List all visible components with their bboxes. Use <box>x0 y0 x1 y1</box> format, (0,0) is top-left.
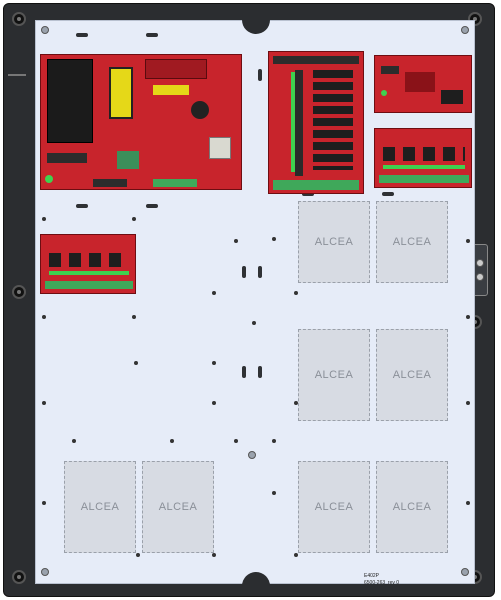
revision-label: 6500-263_rev 0 <box>364 580 400 586</box>
connector <box>47 153 87 163</box>
relay-bank <box>313 70 353 170</box>
transformer-core <box>47 59 93 143</box>
relay-board <box>268 51 364 194</box>
mounting-slot <box>146 204 158 208</box>
latch-screw-icon <box>476 273 484 281</box>
mount-dot <box>294 401 298 405</box>
heatsink <box>145 59 207 79</box>
top-notch <box>242 20 270 34</box>
mount-dot <box>170 439 174 443</box>
transformer-coil <box>109 67 133 119</box>
mount-dot <box>212 291 216 295</box>
screw-icon <box>41 26 49 34</box>
mounting-slot <box>258 366 262 378</box>
mount-dot <box>132 217 136 221</box>
alcea-placeholder: ALCEA <box>376 201 448 283</box>
mounting-slot <box>258 266 262 278</box>
led-row <box>383 165 465 169</box>
led-row <box>49 271 129 275</box>
alcea-placeholder: ALCEA <box>64 461 136 553</box>
mount-dot <box>272 237 276 241</box>
mount-dot <box>272 439 276 443</box>
mount-dot <box>466 401 470 405</box>
screw-icon <box>41 568 49 576</box>
mount-dot <box>42 401 46 405</box>
mount-dot <box>252 321 256 325</box>
latch-screw-icon <box>476 259 484 267</box>
ic-cluster <box>405 72 435 92</box>
mount-dot <box>294 291 298 295</box>
corner-mount-hole-icon <box>12 12 26 26</box>
terminal-block <box>153 179 197 187</box>
mount-dot <box>466 501 470 505</box>
mount-dot <box>132 315 136 319</box>
screw-icon <box>461 26 469 34</box>
mount-dot <box>466 315 470 319</box>
mount-dot <box>72 439 76 443</box>
mounting-slot <box>76 204 88 208</box>
alcea-placeholder: ALCEA <box>142 461 214 553</box>
side-latch[interactable] <box>472 244 488 296</box>
mounting-slot <box>382 192 394 196</box>
part-number: E402P <box>364 573 380 579</box>
mount-dot <box>234 239 238 243</box>
mount-dot <box>294 553 298 557</box>
mounting-slot <box>146 33 158 37</box>
relay-row <box>49 253 129 267</box>
corner-mount-hole-icon <box>12 285 26 299</box>
mount-dot <box>42 217 46 221</box>
screw-icon <box>461 568 469 576</box>
fuse-block <box>117 151 139 169</box>
header-connector <box>273 56 359 64</box>
alcea-placeholder: ALCEA <box>298 201 370 283</box>
power-supply-board <box>40 54 242 190</box>
screw-icon <box>248 451 256 459</box>
mounting-slot <box>242 366 246 378</box>
terminal-block <box>379 175 469 183</box>
bottom-notch <box>242 572 270 586</box>
mount-dot <box>272 491 276 495</box>
mounting-slot <box>302 192 314 196</box>
mount-dot <box>466 239 470 243</box>
mounting-slot <box>242 266 246 278</box>
led-icon <box>45 175 53 183</box>
mount-dot <box>42 501 46 505</box>
hinge-marker <box>8 74 26 76</box>
alcea-placeholder: ALCEA <box>376 329 448 421</box>
connector <box>381 66 399 74</box>
mount-dot <box>212 553 216 557</box>
backplate: ALCEA ALCEA ALCEA ALCEA ALCEA ALCEA ALCE… <box>35 20 475 586</box>
terminal-block <box>45 281 133 289</box>
mounting-slot <box>76 33 88 37</box>
led-column <box>291 72 295 172</box>
mount-dot <box>212 361 216 365</box>
yellow-capacitor <box>153 85 189 95</box>
terminal-block <box>273 180 359 190</box>
alcea-placeholder: ALCEA <box>376 461 448 553</box>
relay-row <box>383 147 465 161</box>
alcea-placeholder: ALCEA <box>298 461 370 553</box>
alcea-placeholder: ALCEA <box>298 329 370 421</box>
mount-dot <box>134 361 138 365</box>
mount-dot <box>42 315 46 319</box>
capacitor <box>191 101 209 119</box>
relay <box>209 137 231 159</box>
mounting-slot <box>258 69 262 81</box>
terminal-block <box>93 179 127 187</box>
mount-dot <box>136 553 140 557</box>
distribution-board <box>374 128 472 188</box>
relay-column <box>295 70 303 176</box>
distribution-board <box>40 234 136 294</box>
corner-mount-hole-icon <box>12 570 26 584</box>
led-icon <box>381 90 387 96</box>
terminal-block <box>441 90 463 104</box>
control-board <box>374 55 472 113</box>
mount-dot <box>234 439 238 443</box>
mount-dot <box>212 401 216 405</box>
